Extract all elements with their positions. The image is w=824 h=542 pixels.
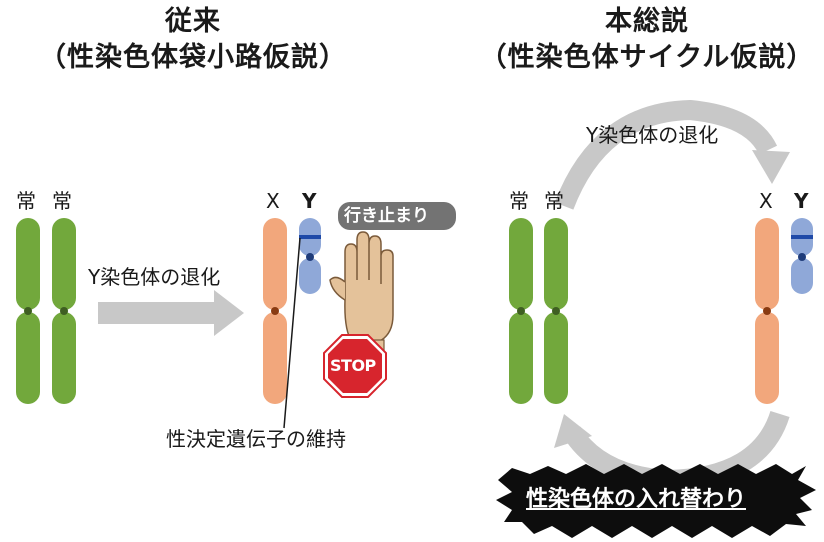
maintenance-label: 性決定遺伝子の維持 [166,427,346,451]
left-degeneration-arrow [98,290,244,336]
autosome-arm [52,312,76,404]
autosome-label: 常 [16,189,36,213]
turnover-banner-text: 性染色体の入れ替わり [526,487,747,512]
left-panel-title: 従来 （性染色体袋小路仮説） [18,4,368,76]
left-arrow-label: Y染色体の退化 [88,265,221,289]
left-y-chromosome [299,218,321,294]
cycle-top-label: Y染色体の退化 [586,123,719,147]
x-label: X [759,189,773,213]
autosome-label: 常 [509,189,529,213]
right-title-line2: （性染色体サイクル仮説） [479,42,815,73]
autosome-label: 常 [544,189,564,213]
stop-sign-text: STOP [330,356,376,375]
stop-hand-icon [329,231,394,355]
right-y-chromosome [791,218,813,294]
right-autosome-pair [509,218,568,404]
autosome-arm [16,218,40,310]
dead-end-badge-text: 行き止まり [344,206,429,226]
left-title-line1: 従来 [165,6,221,37]
pointer-line [283,237,301,429]
left-autosome-pair [16,218,76,404]
autosome-label: 常 [52,189,72,213]
centromere [24,307,32,315]
left-title-line2: （性染色体袋小路仮説） [39,42,347,73]
right-x-chromosome [755,218,779,404]
cycle-top-arrow [554,99,790,210]
autosome-arm [16,312,40,404]
x-label: X [266,189,280,213]
centromere [60,307,68,315]
y-label: Y [794,189,809,213]
right-panel-title: 本総説 （性染色体サイクル仮説） [470,4,824,76]
y-label: Y [302,189,317,213]
left-x-chromosome [263,218,287,404]
turnover-burst [496,464,816,538]
sex-determining-gene-band [299,235,321,239]
right-title-line1: 本総説 [605,6,689,37]
stop-sign-icon [323,334,387,398]
dead-end-badge [338,202,456,230]
autosome-arm [52,218,76,310]
